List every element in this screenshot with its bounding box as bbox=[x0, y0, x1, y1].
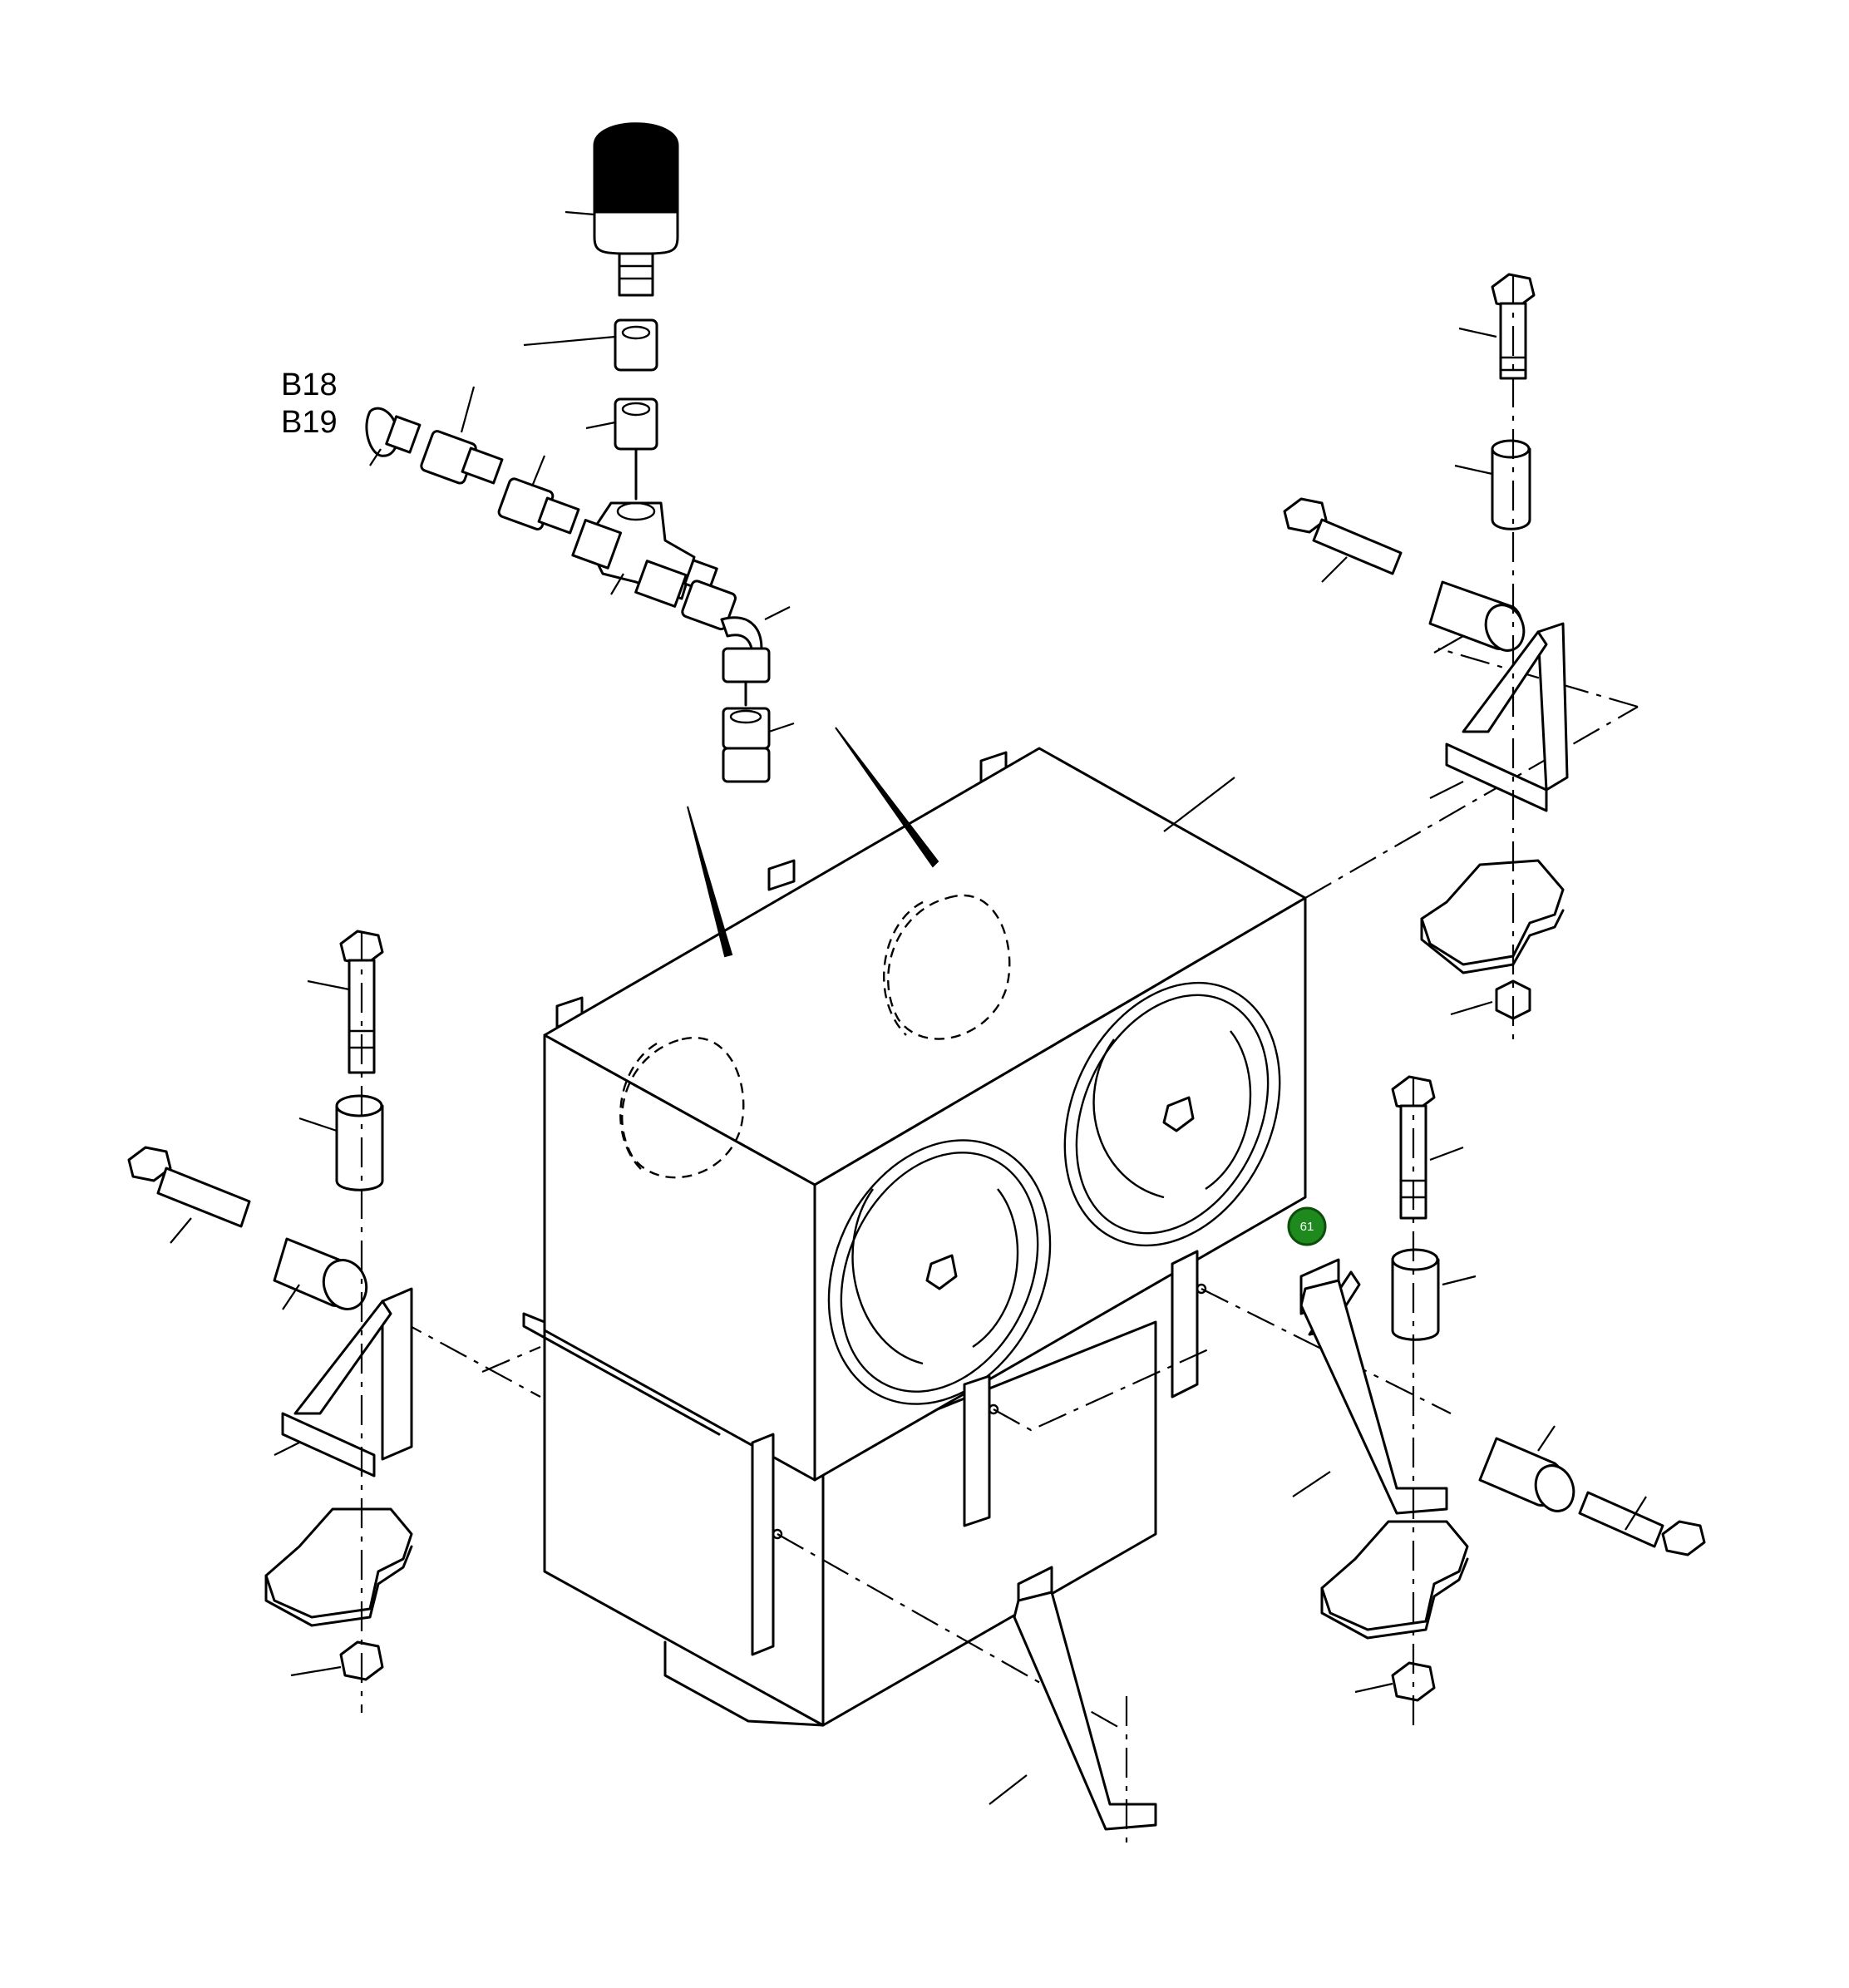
ref-label-b18: B18 bbox=[281, 368, 338, 402]
left-branch-fittings bbox=[365, 407, 580, 535]
mount-bottom-bracket bbox=[989, 1566, 1157, 1850]
mount-top-right bbox=[1163, 273, 1569, 1048]
fan-guard-left bbox=[827, 1139, 1052, 1405]
fitting-assembly: B18 B19 bbox=[281, 122, 771, 783]
fan-guard-right bbox=[1063, 981, 1281, 1247]
right-branch-fittings bbox=[681, 559, 771, 783]
center-lines bbox=[394, 647, 1639, 1730]
top-leaders bbox=[369, 210, 939, 958]
unit-mount-rails bbox=[522, 1250, 1207, 1656]
ref-label-b19: B19 bbox=[281, 405, 338, 440]
filter-cap bbox=[593, 122, 679, 255]
main-unit bbox=[394, 647, 1639, 1730]
mount-left bbox=[127, 930, 413, 1713]
callout-number: 61 bbox=[1300, 1220, 1314, 1234]
mount-right bbox=[1292, 1075, 1706, 1725]
vertical-fittings bbox=[614, 252, 658, 501]
dashed-openings bbox=[619, 894, 1011, 1179]
unit-front-face bbox=[813, 896, 1307, 1482]
callout-61[interactable]: 61 bbox=[1287, 1206, 1327, 1246]
tee-fitting bbox=[571, 501, 696, 608]
